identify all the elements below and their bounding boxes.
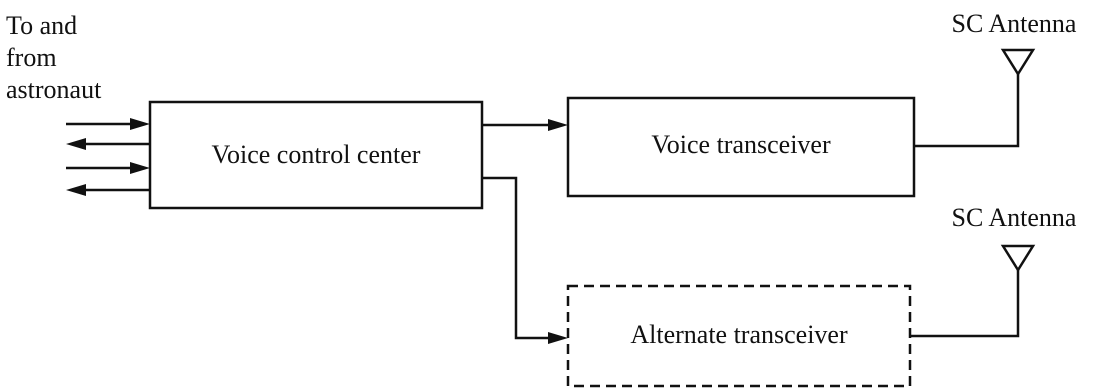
antenna-icon — [1000, 48, 1036, 77]
sc-antenna-label-primary: SC Antenna — [952, 9, 1077, 38]
alternate-transceiver-box — [566, 284, 912, 388]
sc-antenna-label-alternate: SC Antenna — [952, 203, 1077, 232]
alternate-transceiver-label: Alternate transceiver — [630, 320, 848, 349]
alternate-antenna-icon — [1000, 244, 1036, 273]
astronaut-io-arrows — [66, 118, 150, 196]
voice-control-center-label: Voice control center — [212, 140, 421, 169]
alternate-transceiver-to-antenna-line — [910, 270, 1020, 338]
voice-transceiver-box — [566, 96, 916, 198]
output-arrow-2-head — [66, 184, 86, 196]
vcc-to-alternate-transceiver-line — [482, 176, 548, 340]
voice-transceiver-label: Voice transceiver — [651, 130, 831, 159]
astronaut-label-line-2: from — [6, 43, 57, 72]
astronaut-label-line-1: To and — [6, 11, 77, 40]
vcc-to-alternate-transceiver-arrowhead — [548, 332, 568, 344]
voice-transceiver-to-antenna-line — [914, 74, 1020, 148]
input-arrow-1-head — [130, 118, 150, 130]
vcc-to-voice-transceiver-arrowhead — [548, 119, 568, 131]
voice-control-center-box — [148, 100, 484, 210]
input-arrow-2-head — [130, 162, 150, 174]
output-arrow-1-head — [66, 138, 86, 150]
astronaut-label-line-3: astronaut — [6, 75, 102, 104]
